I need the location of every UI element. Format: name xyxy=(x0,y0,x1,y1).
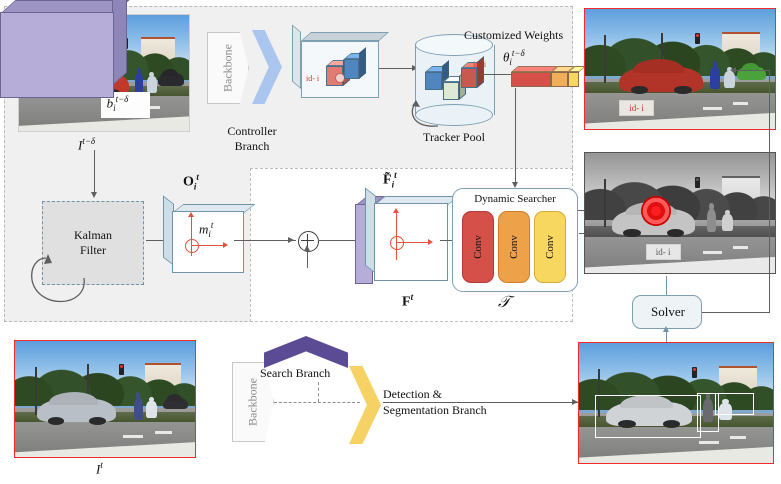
search-branch-label: Search Branch xyxy=(260,366,331,380)
dynamic-searcher-label: Dynamic Searcher xyxy=(474,193,556,205)
search-feature-cube xyxy=(0,0,130,98)
backbone-top-label: Backbone xyxy=(220,44,235,92)
pool-bar-red xyxy=(461,56,485,88)
kalman-label-2: Filter xyxy=(80,243,106,257)
conv-2-label: Conv xyxy=(508,235,520,259)
customized-weights-label: Customized Weights xyxy=(464,28,564,42)
conv-block-3: Conv xyxy=(534,211,566,283)
tracked-red-car-mask xyxy=(619,66,703,95)
transform-label: 𝒯 xyxy=(498,294,511,311)
controller-bar-blue xyxy=(344,47,367,79)
kalman-recurrence-arc xyxy=(31,254,85,303)
current-frame-image xyxy=(14,340,196,458)
pool-bar-green xyxy=(443,70,467,100)
controller-branch-label-1: Controller xyxy=(227,124,277,138)
controller-feature-box: id- i xyxy=(292,24,389,98)
fused-feature-label: F̃it xyxy=(383,170,397,190)
fusion-plus-icon xyxy=(298,231,319,252)
theta-label: θit−δ xyxy=(503,48,525,67)
controller-id-label: id- i xyxy=(306,74,320,83)
backbone-bottom: Backbone xyxy=(232,362,274,442)
conv-block-1: Conv xyxy=(462,211,494,283)
kalman-filter-box: Kalman Filter xyxy=(42,201,144,285)
conv-3-label: Conv xyxy=(544,235,556,259)
detection-result-image xyxy=(578,342,774,464)
detection-label-1: Detection & xyxy=(383,387,442,401)
fused-cross-icon xyxy=(380,208,434,266)
controller-branch-label-2: Branch xyxy=(234,139,270,153)
solver-box: Solver xyxy=(632,295,702,329)
response-heatmap-image: id- i xyxy=(584,152,776,274)
solver-label: Solver xyxy=(651,304,685,319)
tracked-object-image: id- i xyxy=(584,8,776,130)
detection-box-car xyxy=(594,394,702,438)
response-id-tag: id- i xyxy=(645,244,681,261)
motion-feature-map xyxy=(163,195,256,273)
conv-1-label: Conv xyxy=(472,235,484,259)
detection-label-2: Segmentation Branch xyxy=(383,403,487,417)
current-frame-label: It xyxy=(96,460,103,477)
gaussian-peak-icon xyxy=(641,196,671,226)
kalman-label-1: Kalman xyxy=(74,228,112,242)
detection-box-person xyxy=(697,393,719,432)
backbone-top: Backbone xyxy=(207,32,249,104)
search-branch-chevron-icon xyxy=(264,336,348,368)
controller-bar-red xyxy=(326,54,351,86)
detection-box-object xyxy=(714,393,754,415)
pool-id-label: id- i xyxy=(473,60,487,69)
motion-map-label: Oit xyxy=(183,172,199,192)
tracker-pool-label: Tracker Pool xyxy=(423,130,485,144)
motion-cross-icon: mit xyxy=(175,212,229,260)
detection-branch-chevron-icon xyxy=(349,366,381,444)
pool-recurrence-arc xyxy=(411,100,439,127)
backbone-bottom-label: Backbone xyxy=(245,378,260,426)
pool-bar-blue xyxy=(425,60,450,90)
previous-frame-label: It−δ xyxy=(78,136,96,153)
customized-weight-vector xyxy=(511,66,587,88)
search-feature-label: Ft xyxy=(402,292,414,310)
conv-block-2: Conv xyxy=(498,211,530,283)
tracked-id-tag: id- i xyxy=(619,100,654,117)
